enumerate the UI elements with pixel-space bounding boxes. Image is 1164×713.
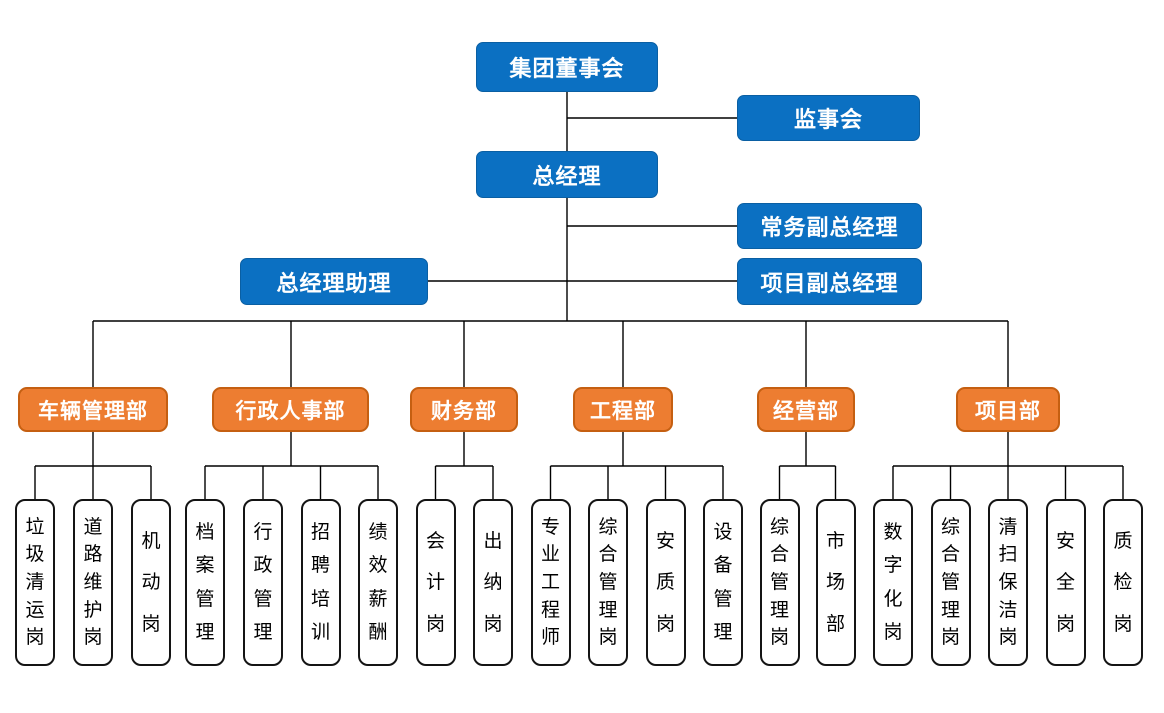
node-gm-assistant: 总经理助理 xyxy=(240,258,428,305)
dept-vehicle-management: 车辆管理部 xyxy=(18,387,168,432)
node-project-deputy-gm: 项目副总经理 xyxy=(737,258,922,305)
post-box: 安质岗 xyxy=(645,499,686,666)
post-box: 会计岗 xyxy=(415,499,456,666)
post-box: 垃圾清运岗 xyxy=(15,499,55,666)
post-box: 机动岗 xyxy=(131,499,171,666)
dept-operations: 经营部 xyxy=(757,387,855,432)
node-general-manager: 总经理 xyxy=(476,151,658,198)
post-box: 绩效薪酬 xyxy=(358,499,398,666)
post-box: 专业工程师 xyxy=(530,499,571,666)
node-executive-deputy-gm: 常务副总经理 xyxy=(737,203,922,249)
post-box: 安全岗 xyxy=(1045,499,1086,666)
post-box: 行政管理 xyxy=(243,499,283,666)
post-box: 综合管理岗 xyxy=(930,499,971,666)
post-box: 清扫保洁岗 xyxy=(988,499,1028,666)
post-box: 档案管理 xyxy=(185,499,225,666)
post-box: 数字化岗 xyxy=(873,499,913,666)
post-box: 综合管理岗 xyxy=(588,499,628,666)
node-supervisory-board: 监事会 xyxy=(737,95,920,141)
dept-admin-hr: 行政人事部 xyxy=(212,387,369,432)
dept-project: 项目部 xyxy=(956,387,1060,432)
post-box: 设备管理 xyxy=(703,499,743,666)
post-box: 市场部 xyxy=(815,499,856,666)
post-box: 出纳岗 xyxy=(473,499,513,666)
dept-engineering: 工程部 xyxy=(573,387,673,432)
post-box: 质检岗 xyxy=(1103,499,1143,666)
post-box: 道路维护岗 xyxy=(73,499,113,666)
post-box: 招聘培训 xyxy=(300,499,341,666)
node-group-board: 集团董事会 xyxy=(476,42,658,92)
dept-finance: 财务部 xyxy=(410,387,518,432)
post-box: 综合管理岗 xyxy=(759,499,800,666)
